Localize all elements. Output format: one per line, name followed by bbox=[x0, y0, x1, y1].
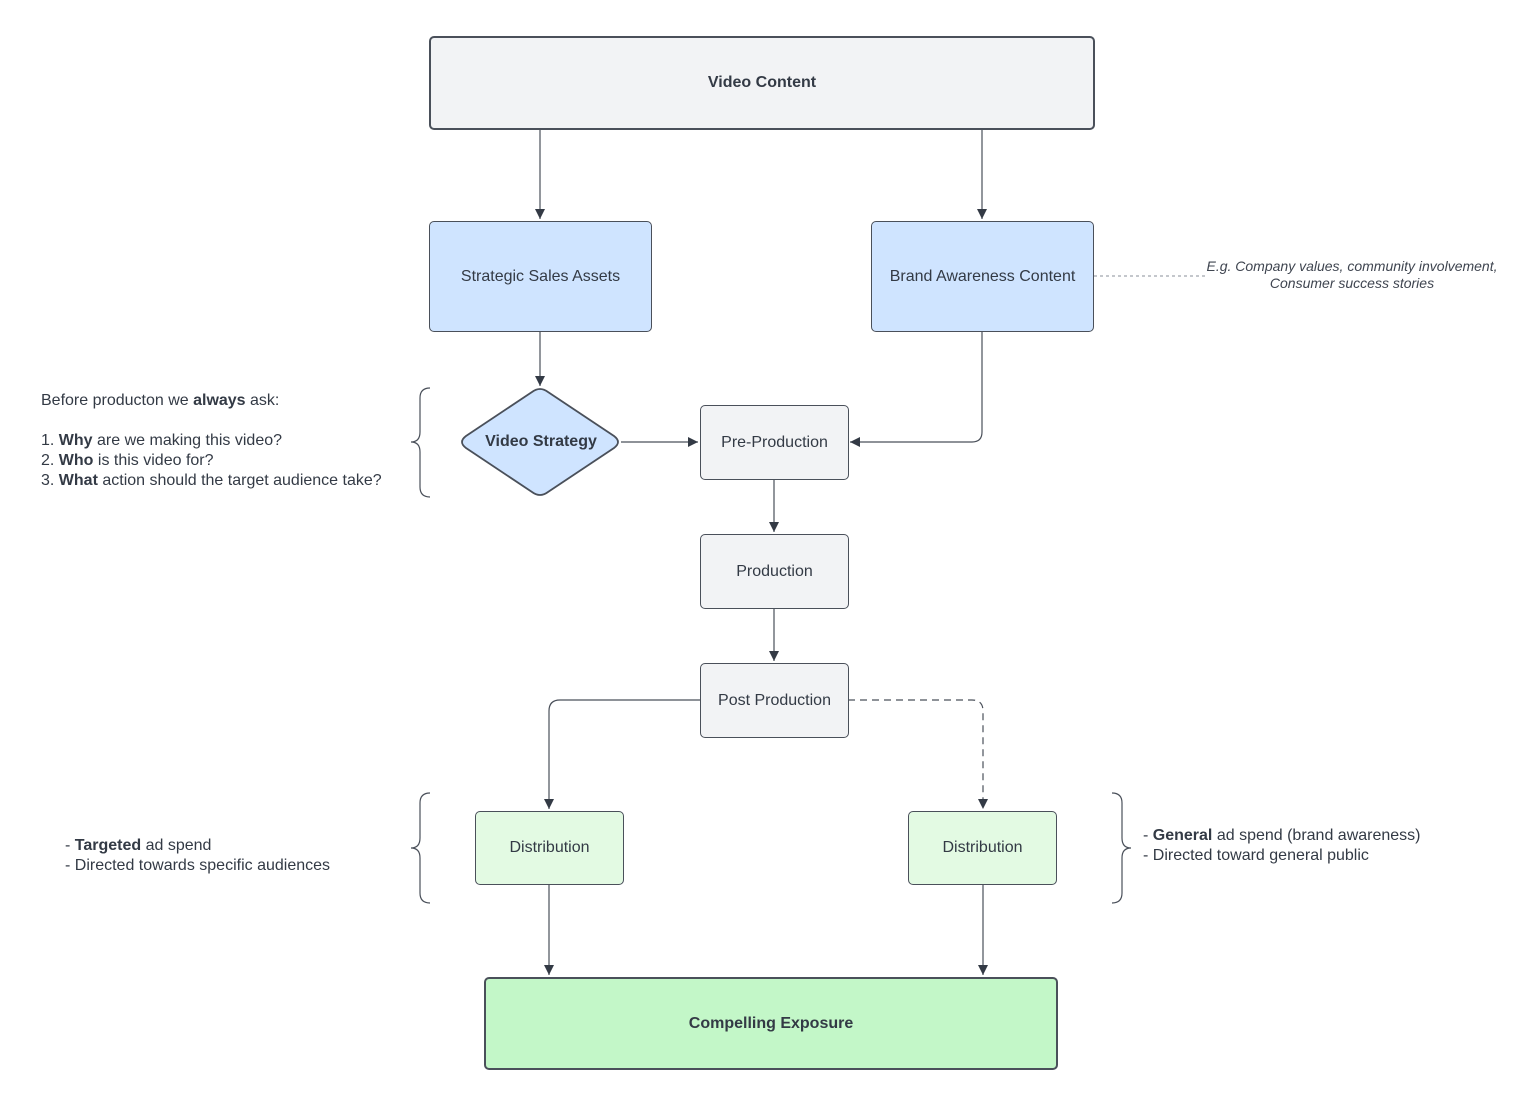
edge-brand-awareness-to-pre-production bbox=[850, 332, 983, 447]
strategy-intro: Before producton we always ask: bbox=[41, 392, 280, 409]
left-distribution-line-2: - Directed towards specific audiences bbox=[65, 857, 331, 874]
node-video-strategy-label: Video Strategy bbox=[485, 433, 597, 450]
strategy-question-what: 3. What action should the target audienc… bbox=[41, 472, 382, 489]
left-distribution-notes: - Targeted ad spend - Directed towards s… bbox=[65, 836, 330, 876]
node-distribution-right[interactable]: Distribution bbox=[908, 811, 1057, 885]
right-distribution-line-2: - Directed toward general public bbox=[1143, 847, 1369, 864]
node-post-production-label: Post Production bbox=[718, 691, 831, 709]
node-compelling-exposure[interactable]: Compelling Exposure bbox=[484, 977, 1058, 1070]
brace-right-distribution-notes bbox=[1111, 792, 1132, 904]
strategy-question-who: 2. Who is this video for? bbox=[41, 452, 214, 469]
strategy-notes: Before producton we always ask: 1. Why a… bbox=[41, 391, 382, 491]
brace-strategy-notes bbox=[410, 387, 431, 498]
node-distribution-left[interactable]: Distribution bbox=[475, 811, 624, 885]
node-pre-production-label: Pre-Production bbox=[721, 433, 828, 451]
node-video-content-label: Video Content bbox=[707, 74, 817, 91]
brace-left-distribution-notes bbox=[410, 792, 431, 904]
node-pre-production[interactable]: Pre-Production bbox=[700, 405, 849, 480]
node-production[interactable]: Production bbox=[700, 534, 849, 609]
node-brand-awareness-content-label: Brand Awareness Content bbox=[889, 267, 1076, 285]
node-post-production[interactable]: Post Production bbox=[700, 663, 849, 738]
strategy-question-why: 1. Why are we making this video? bbox=[41, 432, 283, 449]
left-distribution-line-1: - Targeted ad spend bbox=[65, 837, 212, 854]
node-strategic-sales-assets-label: Strategic Sales Assets bbox=[460, 267, 621, 285]
edge-post-production-to-distribution-right bbox=[848, 699, 988, 809]
node-distribution-left-label: Distribution bbox=[509, 839, 590, 856]
right-distribution-notes: - General ad spend (brand awareness) - D… bbox=[1143, 826, 1421, 866]
right-distribution-line-1: - General ad spend (brand awareness) bbox=[1143, 827, 1421, 844]
brand-examples-note: E.g. Company values, community involveme… bbox=[1206, 258, 1498, 291]
edge-post-production-to-distribution-left bbox=[544, 699, 700, 809]
video-strategy-diamond[interactable] bbox=[461, 388, 619, 496]
node-production-label: Production bbox=[736, 562, 813, 580]
node-distribution-right-label: Distribution bbox=[942, 839, 1023, 856]
node-brand-awareness-content[interactable]: Brand Awareness Content bbox=[871, 221, 1094, 332]
node-compelling-exposure-label: Compelling Exposure bbox=[688, 1014, 854, 1032]
node-video-content[interactable]: Video Content bbox=[429, 36, 1095, 130]
node-strategic-sales-assets[interactable]: Strategic Sales Assets bbox=[429, 221, 652, 332]
